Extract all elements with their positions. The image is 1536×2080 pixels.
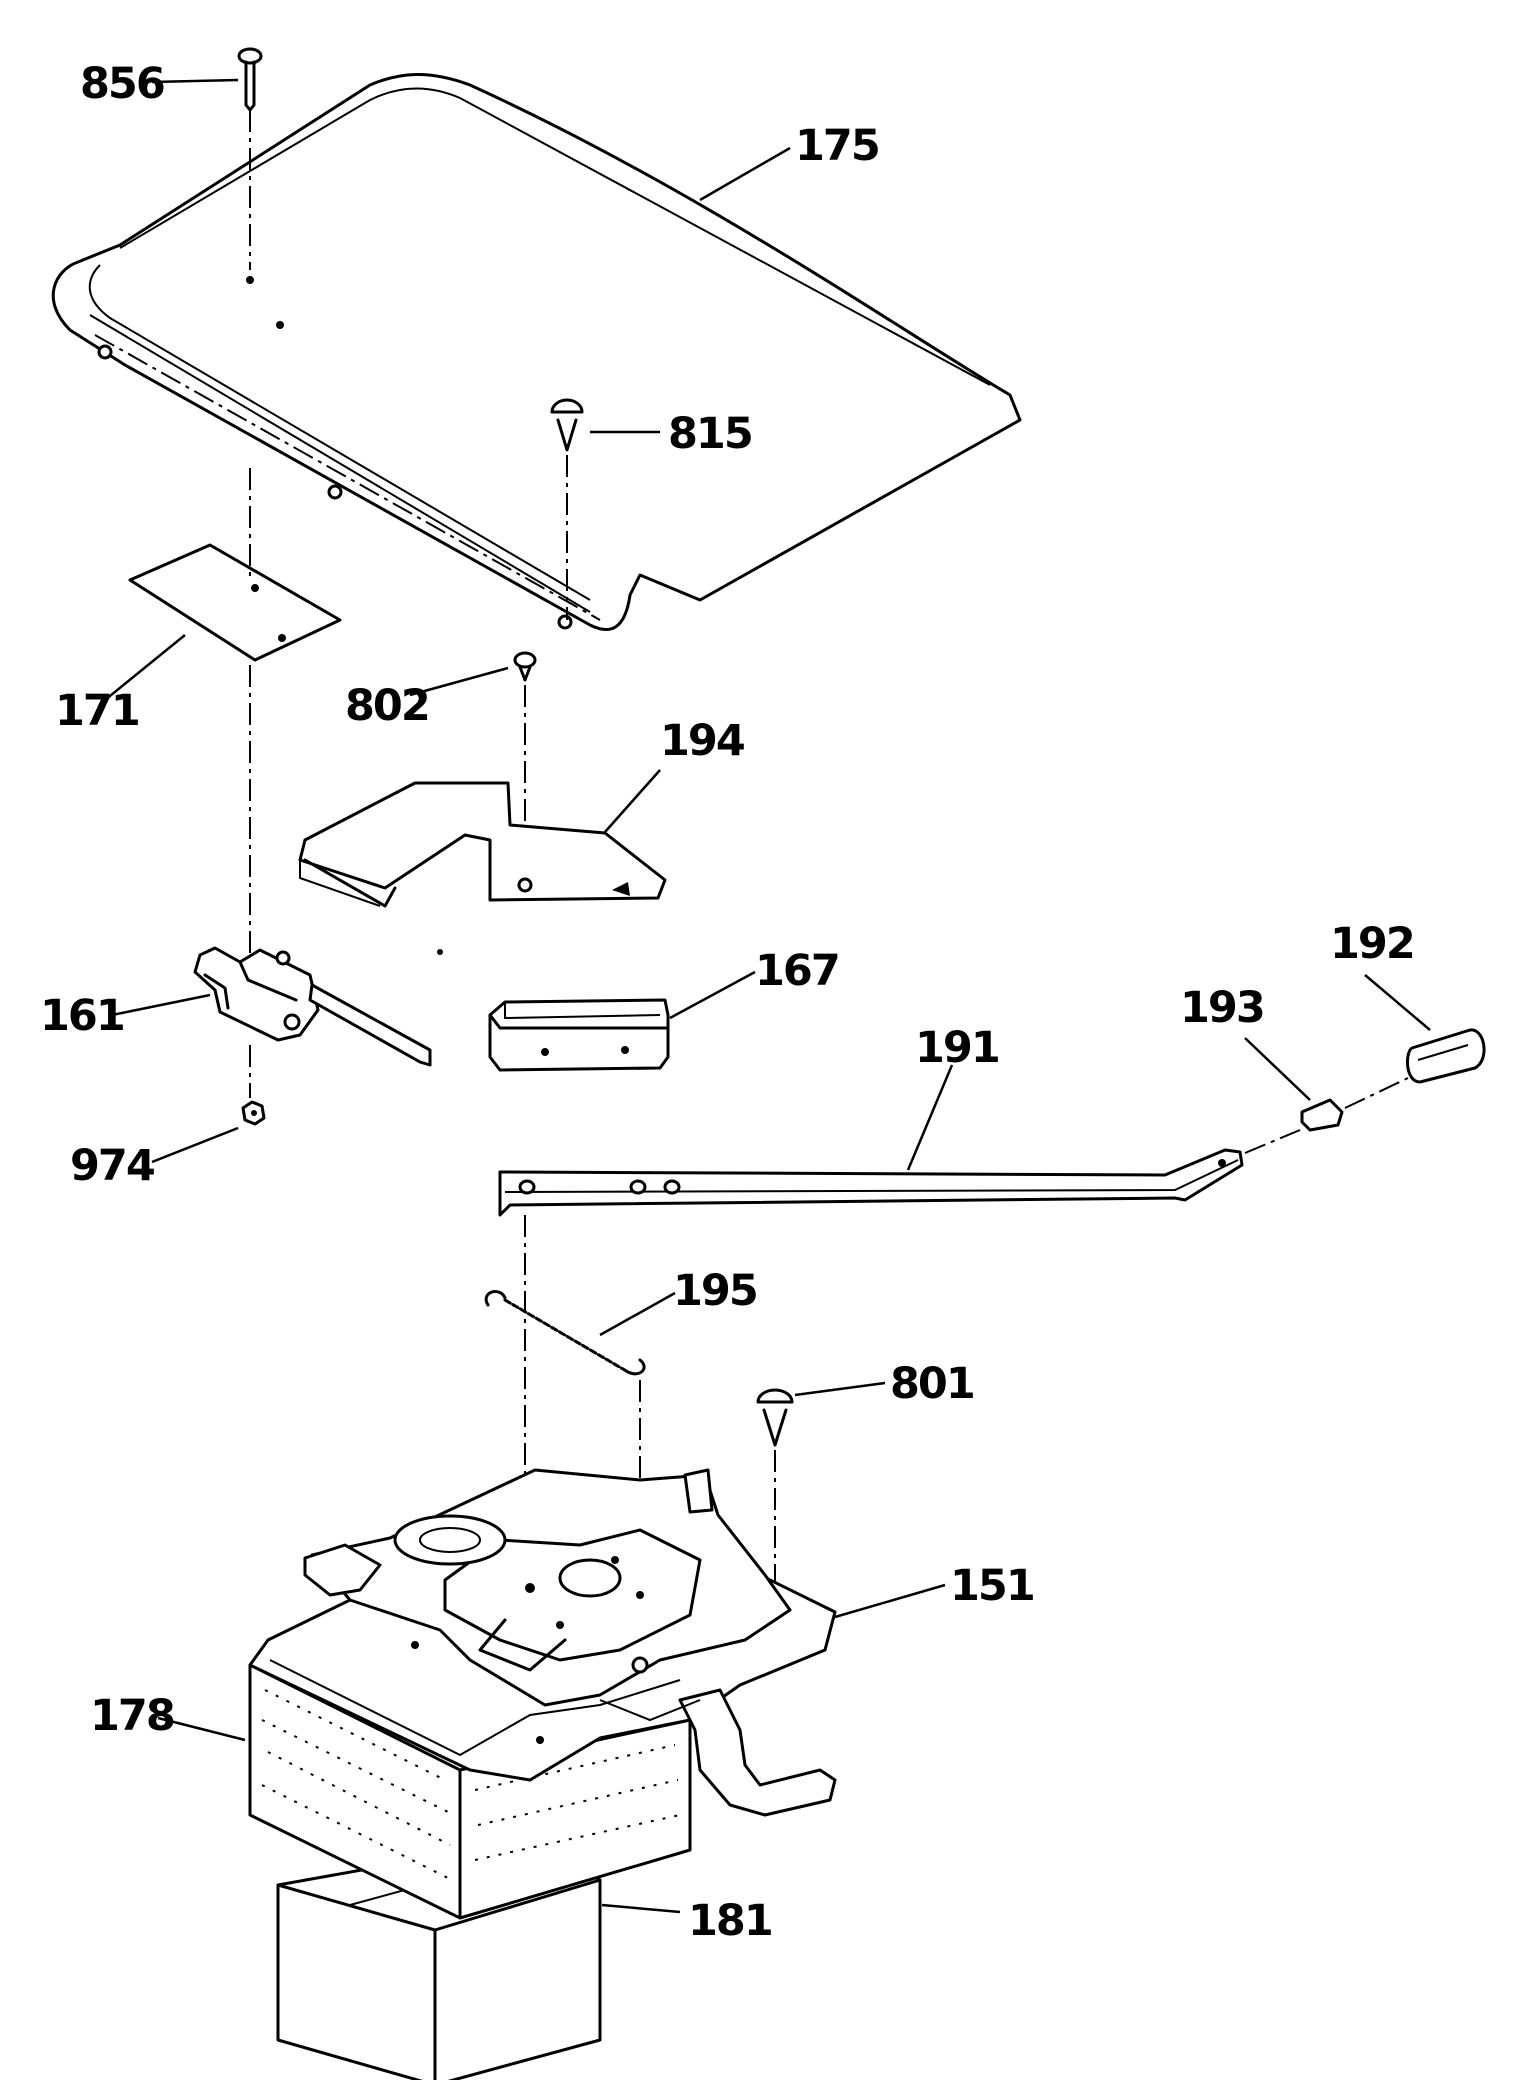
callout-815: 815 — [668, 409, 752, 459]
part-802-screw: 802 — [345, 651, 537, 880]
callout-178: 178 — [90, 1691, 174, 1741]
callout-856: 856 — [80, 59, 164, 109]
part-191-arm: 191 — [498, 1023, 1301, 1217]
part-167-block: 167 — [488, 946, 841, 1072]
part-974-nut: 974 — [70, 1045, 266, 1191]
callout-193: 193 — [1180, 983, 1264, 1033]
part-151-latch: 151 — [248, 1468, 1036, 1817]
callout-181: 181 — [688, 1896, 772, 1946]
callout-161: 161 — [40, 991, 124, 1041]
part-175-cover — [51, 73, 1022, 631]
callout-194: 194 — [660, 716, 744, 766]
part-193-clip: 193 — [1180, 983, 1344, 1132]
part-195-spring: 195 — [484, 1215, 759, 1640]
callout-195: 195 — [673, 1266, 757, 1316]
stray-dot — [437, 949, 443, 955]
part-815-screw: 815 — [550, 398, 754, 620]
part-192-cap: 192 — [1330, 919, 1486, 1109]
callout-802: 802 — [345, 681, 429, 731]
part-161-switch: 161 — [40, 946, 432, 1067]
part-856-screw: 856 — [80, 47, 263, 270]
callout-151: 151 — [950, 1561, 1034, 1611]
callout-192: 192 — [1330, 919, 1414, 969]
part-194-bracket: 194 — [298, 716, 746, 908]
part-171-pad: 171 — [55, 468, 342, 960]
callout-191: 191 — [915, 1023, 999, 1073]
callout-171: 171 — [55, 686, 139, 736]
callout-801: 801 — [890, 1359, 974, 1409]
callout-974: 974 — [70, 1141, 154, 1191]
callout-175: 175 — [795, 121, 879, 171]
callout-167: 167 — [755, 946, 839, 996]
part-801-screw: 801 — [756, 1359, 976, 1600]
